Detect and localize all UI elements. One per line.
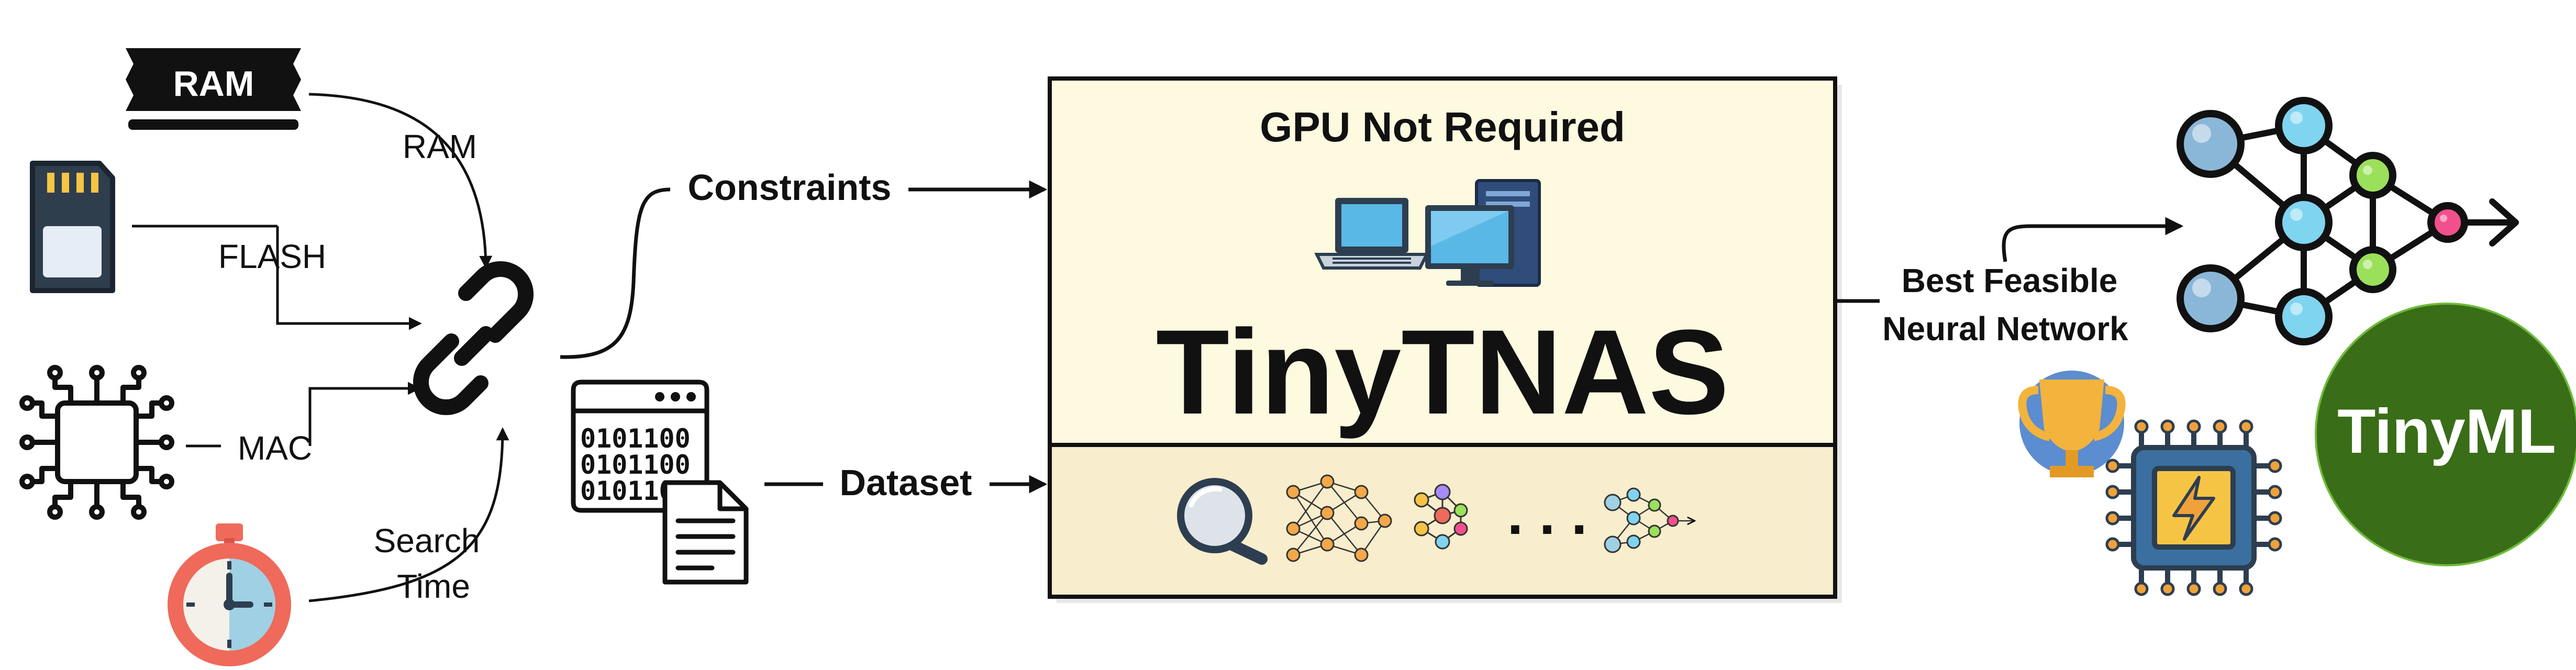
gpu-not-required: GPU Not Required (1260, 104, 1625, 150)
ellipsis: . . . (1507, 482, 1587, 546)
tinyml-badge: TinyML (2315, 303, 2576, 566)
sd-card-icon (30, 161, 115, 293)
constraints-arrow: Constraints (560, 167, 1048, 359)
binary-row-2: 0101100 (580, 450, 691, 480)
flash-label: FLASH (218, 238, 326, 275)
link-icon (413, 261, 534, 416)
input-labels: RAM FLASH MAC Search Time (218, 128, 480, 605)
ram-chip-icon: RAM (126, 48, 301, 130)
search-time-label-line1: Search (374, 522, 480, 560)
binary-row-1: 0101100 (580, 423, 691, 454)
processor-icon (2105, 419, 2282, 596)
desktop-icon (1425, 179, 1541, 287)
dataset-arrow: Dataset (764, 462, 1048, 503)
dataset-label: Dataset (840, 462, 972, 503)
tinytnas-title: TinyTNAS (1156, 305, 1729, 439)
constraint-connectors (132, 93, 509, 602)
search-time-label-line2: Time (397, 567, 470, 605)
small-network-icon (1414, 484, 1468, 550)
stopwatch-icon (168, 523, 291, 666)
ram-chip-text: RAM (173, 64, 254, 104)
output-arrow: Best Feasible Neural Network (1835, 217, 2184, 348)
tinytnas-box: GPU Not Required TinyTNAS (1048, 76, 1842, 603)
neural-net-icon (2177, 97, 2519, 345)
constraints-label: Constraints (688, 167, 892, 208)
ram-label: RAM (403, 128, 477, 165)
magnifier-icon (1177, 478, 1268, 565)
best-feasible-label-line2: Neural Network (1882, 310, 2128, 348)
laptop-icon (1314, 198, 1429, 270)
document-icon (662, 480, 749, 585)
tiny-network-icon (1604, 487, 1694, 553)
trophy-icon (2018, 371, 2126, 477)
mac-label: MAC (238, 429, 312, 467)
binary-file-icon: 0101100 0101100 0101100 (571, 379, 709, 513)
dense-network-icon (1286, 474, 1392, 562)
best-feasible-label-line1: Best Feasible (1902, 262, 2118, 299)
cpu-chip-icon (19, 365, 174, 520)
tinyml-label: TinyML (2337, 396, 2556, 466)
